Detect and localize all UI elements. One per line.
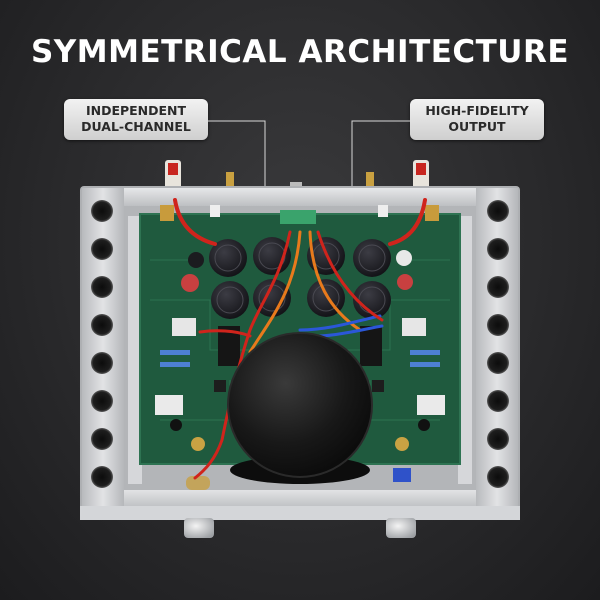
callout-right-line2: OUTPUT xyxy=(448,119,506,134)
left-heatsink xyxy=(128,216,142,484)
vent-holes xyxy=(91,200,509,488)
filter-capacitors xyxy=(209,237,391,319)
callout-high-fidelity-output: HIGH-FIDELITY OUTPUT xyxy=(410,99,544,140)
callout-right-line1: HIGH-FIDELITY xyxy=(425,103,529,118)
rear-terminals xyxy=(165,160,429,190)
front-knobs xyxy=(184,518,416,538)
headline: SYMMETRICAL ARCHITECTURE xyxy=(30,34,570,70)
callout-left-line1: INDEPENDENT xyxy=(85,103,187,118)
callout-left-line2: DUAL-CHANNEL xyxy=(81,119,191,134)
pcb-components xyxy=(155,205,445,490)
right-heatsink xyxy=(458,216,472,484)
toroidal-transformer xyxy=(227,332,373,484)
callout-independent-dual-channel: INDEPENDENT DUAL-CHANNEL xyxy=(64,99,208,140)
